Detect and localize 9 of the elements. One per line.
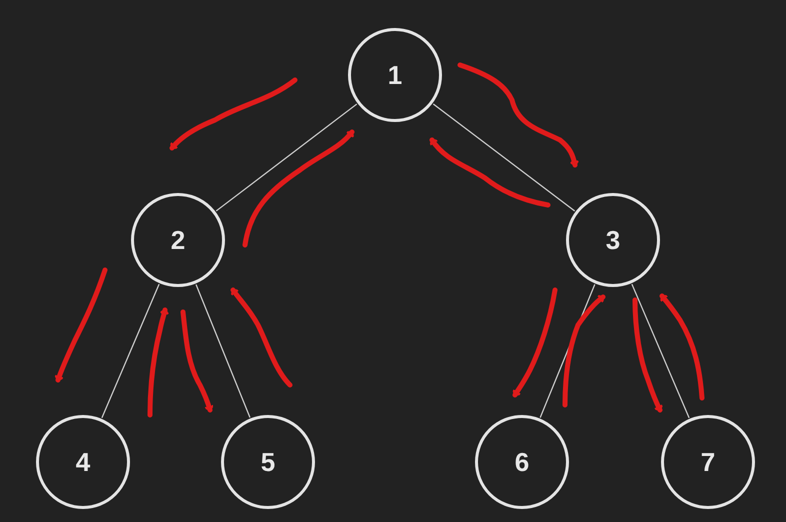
node-number: 4 <box>76 446 90 478</box>
node-number: 1 <box>388 58 402 92</box>
node-number: 3 <box>606 224 620 256</box>
node-number: 7 <box>700 446 716 478</box>
connector-line <box>216 104 358 212</box>
node-number: 2 <box>170 224 186 256</box>
node-number: 6 <box>514 446 530 478</box>
node-number: 5 <box>260 446 276 478</box>
connector-line <box>432 104 576 212</box>
